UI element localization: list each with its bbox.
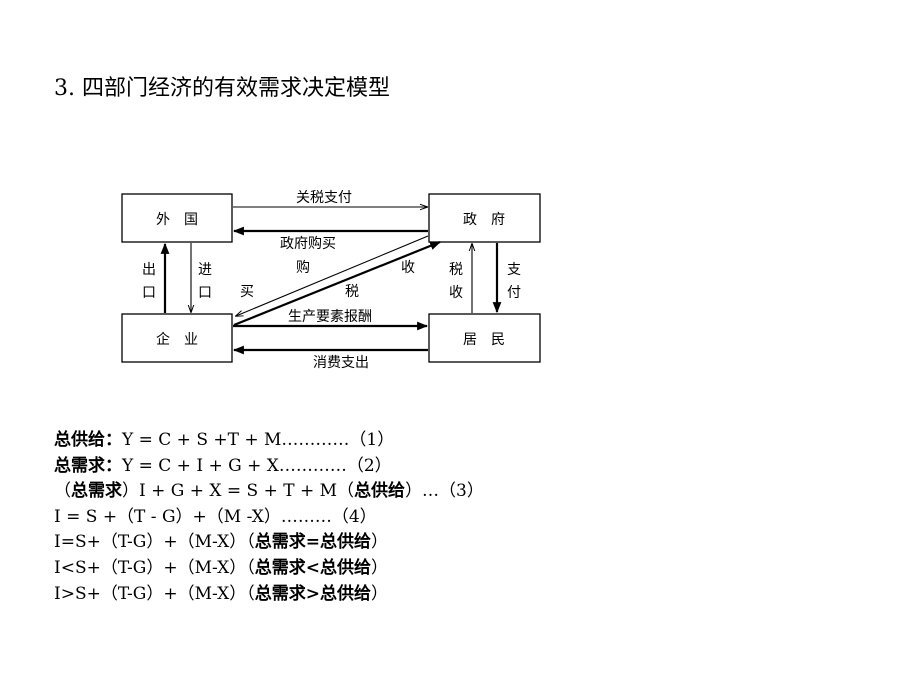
formula-term: 总供给 <box>319 532 371 553</box>
formula-term: 总供给 <box>354 481 406 502</box>
formula-expression: I<S+（T-G）+（M-X）（ <box>54 557 255 578</box>
label-tax-collect-1: 收 <box>401 260 415 276</box>
label-transfer-1: 支 <box>507 262 521 278</box>
node-firms-label: 企 业 <box>156 331 198 348</box>
formula-term: 总需求 <box>254 557 306 578</box>
page-title: 3. 四部门经济的有效需求决定模型 <box>54 76 390 101</box>
formula-aggregate-demand: 总需求：Y = C + I + G + X…………（2） <box>54 454 484 480</box>
formula-condition-equal: I=S+（T-G）+（M-X）（总需求=总供给） <box>54 530 484 556</box>
formula-text: ） <box>370 583 388 604</box>
node-firms: 企 业 <box>121 313 233 363</box>
formula-term: 总供给 <box>319 557 371 578</box>
formula-operator: < <box>305 557 320 578</box>
label-consumption: 消费支出 <box>313 355 369 371</box>
label-purchase-1: 购 <box>296 260 310 276</box>
label-tax-collect-2: 税 <box>345 284 359 300</box>
formula-text: ） <box>370 532 388 553</box>
node-foreign-label: 外 国 <box>156 212 198 228</box>
formula-term: 总需求 <box>71 481 122 502</box>
formula-text: ）…（3） <box>405 481 484 502</box>
formula-text: （ <box>54 481 71 502</box>
node-foreign: 外 国 <box>121 193 233 243</box>
formula-operator: = <box>305 532 320 553</box>
label-household-tax-1: 税 <box>449 262 463 278</box>
formula-condition-less: I<S+（T-G）+（M-X）（总需求<总供给） <box>54 556 484 582</box>
formula-investment-identity: I = S +（T - G）+（M -X）………（4） <box>54 505 484 531</box>
formula-text: ） <box>370 557 388 578</box>
formula-expression: I>S+（T-G）+（M-X）（ <box>54 583 255 604</box>
arrow-gov-purchase-to-firms <box>236 235 429 316</box>
label-household-tax-2: 收 <box>449 285 463 301</box>
formula-expression: Y = C + I + G + X…………（2） <box>122 455 392 476</box>
formula-operator: > <box>305 583 320 604</box>
formula-term: 总供给： <box>54 430 122 450</box>
formula-equilibrium: （总需求）I + G + X = S + T + M（总供给）…（3） <box>54 479 484 505</box>
formula-expression: Y = C + S +T + M…………（1） <box>122 430 395 450</box>
label-import-2: 口 <box>198 285 212 301</box>
formula-list: 总供给：Y = C + S +T + M…………（1） 总需求：Y = C + … <box>54 428 484 607</box>
formula-term: 总需求 <box>254 583 306 604</box>
formula-expression: I = S +（T - G）+（M -X）………（4） <box>54 506 377 527</box>
node-households: 居 民 <box>428 313 541 363</box>
label-transfer-2: 付 <box>507 285 521 301</box>
node-government: 政 府 <box>428 193 541 243</box>
label-import-1: 进 <box>198 262 212 278</box>
label-gov-purchase: 政府购买 <box>280 236 336 252</box>
node-government-label: 政 府 <box>463 212 505 228</box>
label-factor-payment: 生产要素报酬 <box>288 309 372 325</box>
formula-aggregate-supply: 总供给：Y = C + S +T + M…………（1） <box>54 428 484 454</box>
label-purchase-2: 买 <box>240 284 254 300</box>
formula-expression: ）I + G + X = S + T + M（ <box>122 481 355 502</box>
formula-term: 总需求 <box>254 532 306 553</box>
formula-condition-greater: I>S+（T-G）+（M-X）（总需求>总供给） <box>54 582 484 608</box>
label-export-2: 口 <box>142 285 156 301</box>
node-households-label: 居 民 <box>463 332 505 348</box>
formula-expression: I=S+（T-G）+（M-X）（ <box>54 532 255 553</box>
formula-term: 总需求： <box>54 455 122 476</box>
arrow-tax-to-government <box>233 240 442 327</box>
label-tariff-payment: 关税支付 <box>296 190 352 206</box>
formula-term: 总供给 <box>319 583 371 604</box>
label-export-1: 出 <box>142 262 156 278</box>
